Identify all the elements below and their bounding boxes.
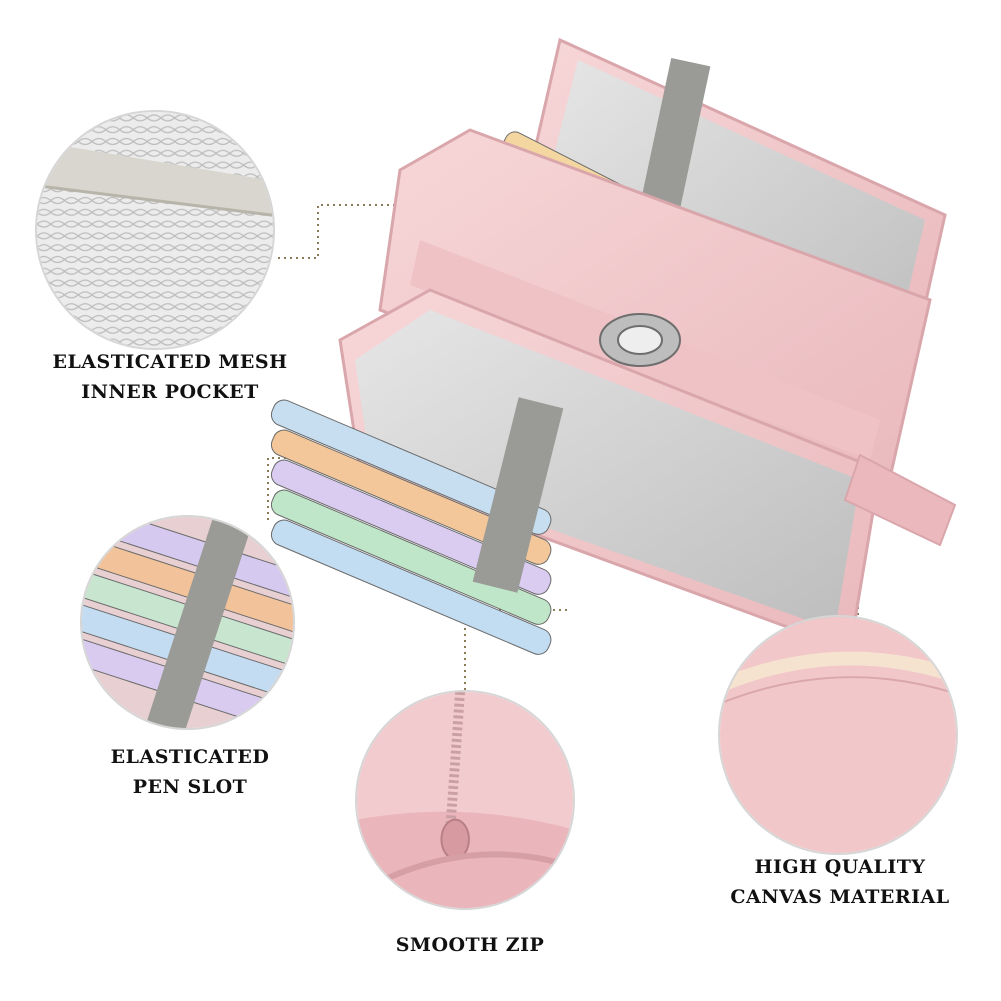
pen-slot-label-line2: PEN SLOT xyxy=(132,776,248,798)
middle-flap xyxy=(378,128,932,503)
pen-slot-detail-image xyxy=(80,515,295,730)
zip-detail-image xyxy=(355,690,575,910)
mesh-label-line2: INNER POCKET xyxy=(81,381,259,403)
mesh-label-line1: ELASTICATED MESH xyxy=(52,351,288,373)
zip-label-line1: SMOOTH ZIP xyxy=(395,934,545,956)
zip-label: SMOOTH ZIP xyxy=(350,930,590,960)
front-compartment xyxy=(270,288,882,655)
canvas-detail-image xyxy=(718,615,958,855)
canvas-label: HIGH QUALITY CANVAS MATERIAL xyxy=(705,852,975,912)
leader-mesh xyxy=(278,204,418,259)
canvas-label-line1: HIGH QUALITY xyxy=(754,856,926,878)
pen-slot-label-line1: ELASTICATED xyxy=(110,746,270,768)
pen-slot-label: ELASTICATED PEN SLOT xyxy=(70,742,310,802)
mesh-detail-image xyxy=(35,110,275,350)
front-pens xyxy=(270,399,552,655)
side-handle xyxy=(843,453,957,547)
metal-ring xyxy=(599,313,681,367)
canvas-label-line2: CANVAS MATERIAL xyxy=(730,886,950,908)
mesh-label: ELASTICATED MESH INNER POCKET xyxy=(40,347,300,407)
